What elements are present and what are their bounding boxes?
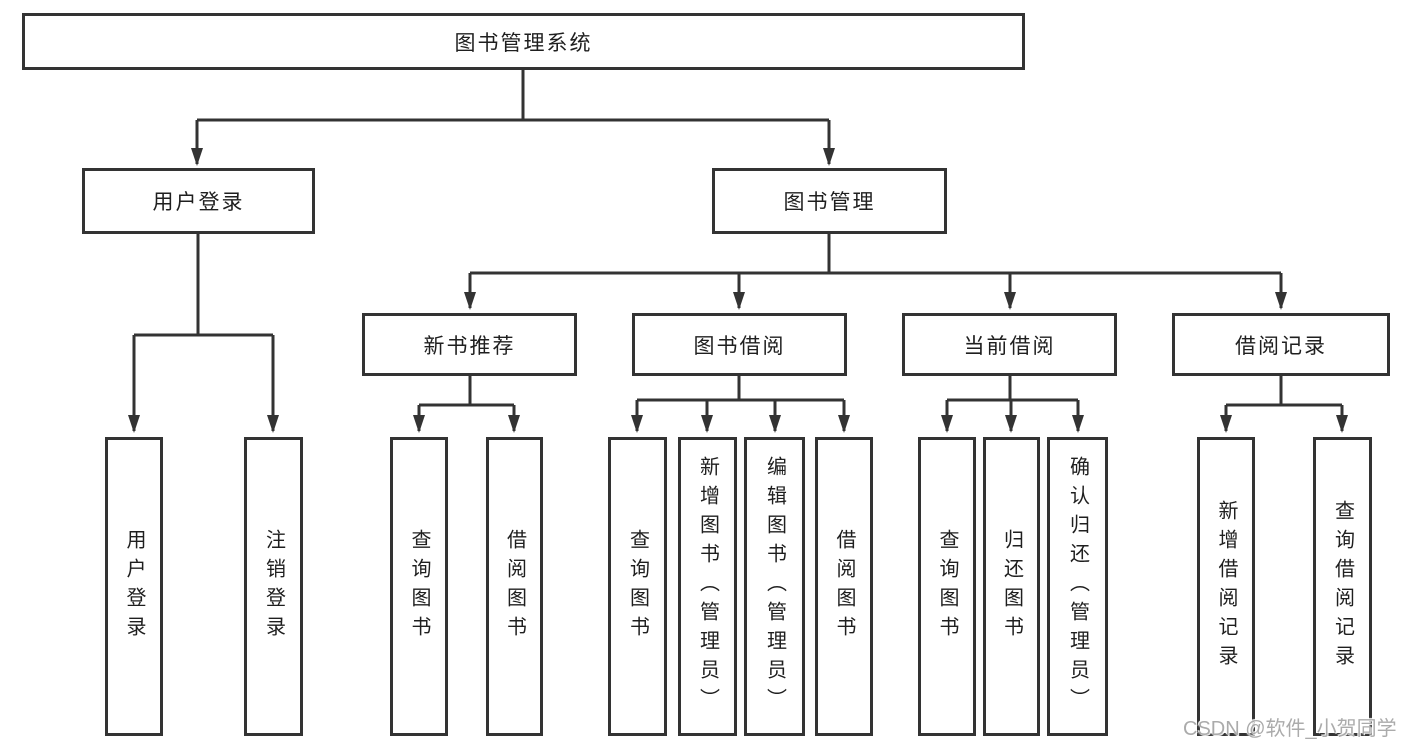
leaf-query-borrow-record: 查询借阅记录 <box>1313 437 1372 736</box>
leaf-logout-label: 注销登录 <box>262 528 285 645</box>
leaf-return-book-label: 归还图书 <box>1000 528 1023 645</box>
leaf-borrow-books-label: 借阅图书 <box>833 528 855 645</box>
node-new-book-recommend-label: 新书推荐 <box>423 334 516 358</box>
leaf-query-books-current: 查询图书 <box>918 437 976 736</box>
node-borrow-records-label: 借阅记录 <box>1235 334 1327 358</box>
leaf-query-books-borrow: 查询图书 <box>608 437 667 736</box>
leaf-logout: 注销登录 <box>244 437 303 736</box>
leaf-query-books-borrow-label: 查询图书 <box>626 528 649 645</box>
node-book-borrow-label: 图书借阅 <box>693 334 786 358</box>
node-current-borrow: 当前借阅 <box>902 313 1117 376</box>
leaf-query-books-recommend-label: 查询图书 <box>408 528 430 645</box>
node-root: 图书管理系统 <box>22 13 1025 70</box>
node-book-management-label: 图书管理 <box>783 191 876 214</box>
leaf-query-books-current-label: 查询图书 <box>936 528 958 645</box>
leaf-user-login: 用户登录 <box>105 437 163 736</box>
leaf-add-borrow-record-label: 新增借阅记录 <box>1215 499 1237 674</box>
node-current-borrow-label: 当前借阅 <box>963 334 1056 358</box>
node-new-book-recommend: 新书推荐 <box>362 313 577 376</box>
leaf-borrow-books-recommend-label: 借阅图书 <box>503 528 526 645</box>
leaf-borrow-books-recommend: 借阅图书 <box>486 437 543 736</box>
node-user-login: 用户登录 <box>82 168 315 234</box>
leaf-query-books-recommend: 查询图书 <box>390 437 448 736</box>
node-book-borrow: 图书借阅 <box>632 313 847 376</box>
leaf-borrow-books: 借阅图书 <box>815 437 873 736</box>
leaf-user-login-label: 用户登录 <box>123 528 145 645</box>
node-borrow-records: 借阅记录 <box>1172 313 1390 376</box>
leaf-confirm-return-admin-label: 确认归还（管理员） <box>1066 456 1089 717</box>
leaf-add-borrow-record: 新增借阅记录 <box>1197 437 1255 736</box>
leaf-return-book: 归还图书 <box>983 437 1040 736</box>
csdn-watermark: CSDN @软件_小贺同学 <box>1183 718 1397 740</box>
leaf-edit-book-admin: 编辑图书（管理员） <box>744 437 805 736</box>
leaf-add-book-admin-label: 新增图书（管理员） <box>696 456 719 717</box>
leaf-edit-book-admin-label: 编辑图书（管理员） <box>763 456 786 717</box>
leaf-add-book-admin: 新增图书（管理员） <box>678 437 737 736</box>
node-book-management: 图书管理 <box>712 168 947 234</box>
node-root-label: 图书管理系统 <box>454 31 593 55</box>
leaf-query-borrow-record-label: 查询借阅记录 <box>1331 499 1354 674</box>
leaf-confirm-return-admin: 确认归还（管理员） <box>1047 437 1108 736</box>
node-user-login-label: 用户登录 <box>152 191 245 214</box>
